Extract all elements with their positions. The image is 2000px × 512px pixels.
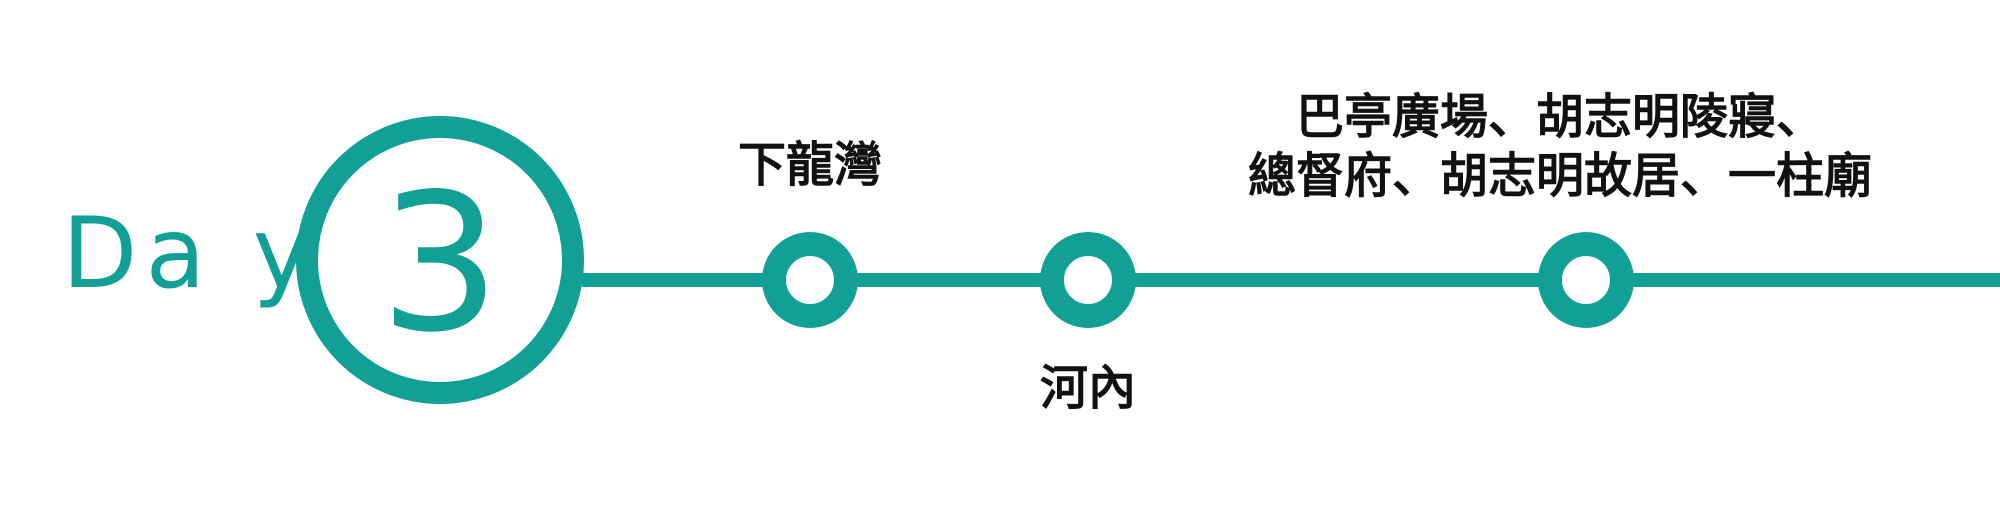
timeline-stop-dot <box>762 232 858 328</box>
stop-label-hanoi-sights: 巴亭廣場、胡志明陵寢、 總督府、胡志明故居、一柱廟 <box>1248 88 1872 205</box>
day-label: Da y <box>62 197 319 311</box>
timeline-stop-dot <box>1040 232 1136 328</box>
stop-label-line-1: 巴亭廣場、胡志明陵寢、 <box>1295 89 1825 145</box>
stop-label-halong-bay: 下龍灣 <box>737 137 883 193</box>
day-number-ring: 3 <box>296 116 584 404</box>
timeline-line <box>582 273 2000 287</box>
timeline-stop-dot <box>1538 232 1634 328</box>
stop-label-hanoi: 河內 <box>1039 360 1137 416</box>
day-number: 3 <box>379 153 501 374</box>
stop-label-line-2: 總督府、胡志明故居、一柱廟 <box>1247 147 1873 204</box>
